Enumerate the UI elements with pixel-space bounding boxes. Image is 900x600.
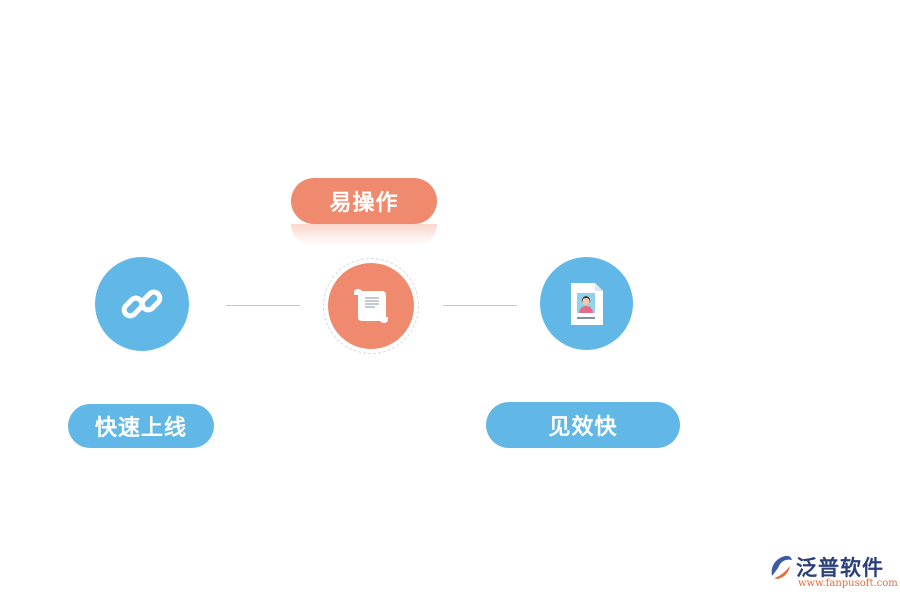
link-circle — [95, 257, 189, 351]
label-fast-launch: 快速上线 — [68, 404, 214, 448]
brand-name: 泛普软件 — [796, 556, 884, 580]
label-reflection — [291, 224, 437, 246]
scroll-document-icon — [354, 289, 388, 323]
label-quick-results: 见效快 — [486, 402, 680, 448]
scroll-circle-ring — [323, 258, 419, 354]
label-fast-launch-text: 快速上线 — [94, 416, 187, 441]
label-easy-operation: 易操作 — [291, 178, 437, 224]
connector-line-right — [443, 305, 517, 306]
brand-logo: 泛普软件 www.fanpusoft.com — [768, 552, 898, 592]
connector-line-left — [226, 305, 300, 306]
label-easy-operation-text: 易操作 — [329, 191, 399, 216]
id-card-icon — [570, 282, 603, 325]
scroll-circle — [328, 263, 414, 349]
label-quick-results-text: 见效快 — [548, 415, 618, 440]
link-icon — [121, 289, 163, 319]
brand-url: www.fanpusoft.com — [798, 578, 898, 589]
brand-mark-icon — [771, 555, 792, 579]
id-card-circle — [540, 257, 633, 350]
